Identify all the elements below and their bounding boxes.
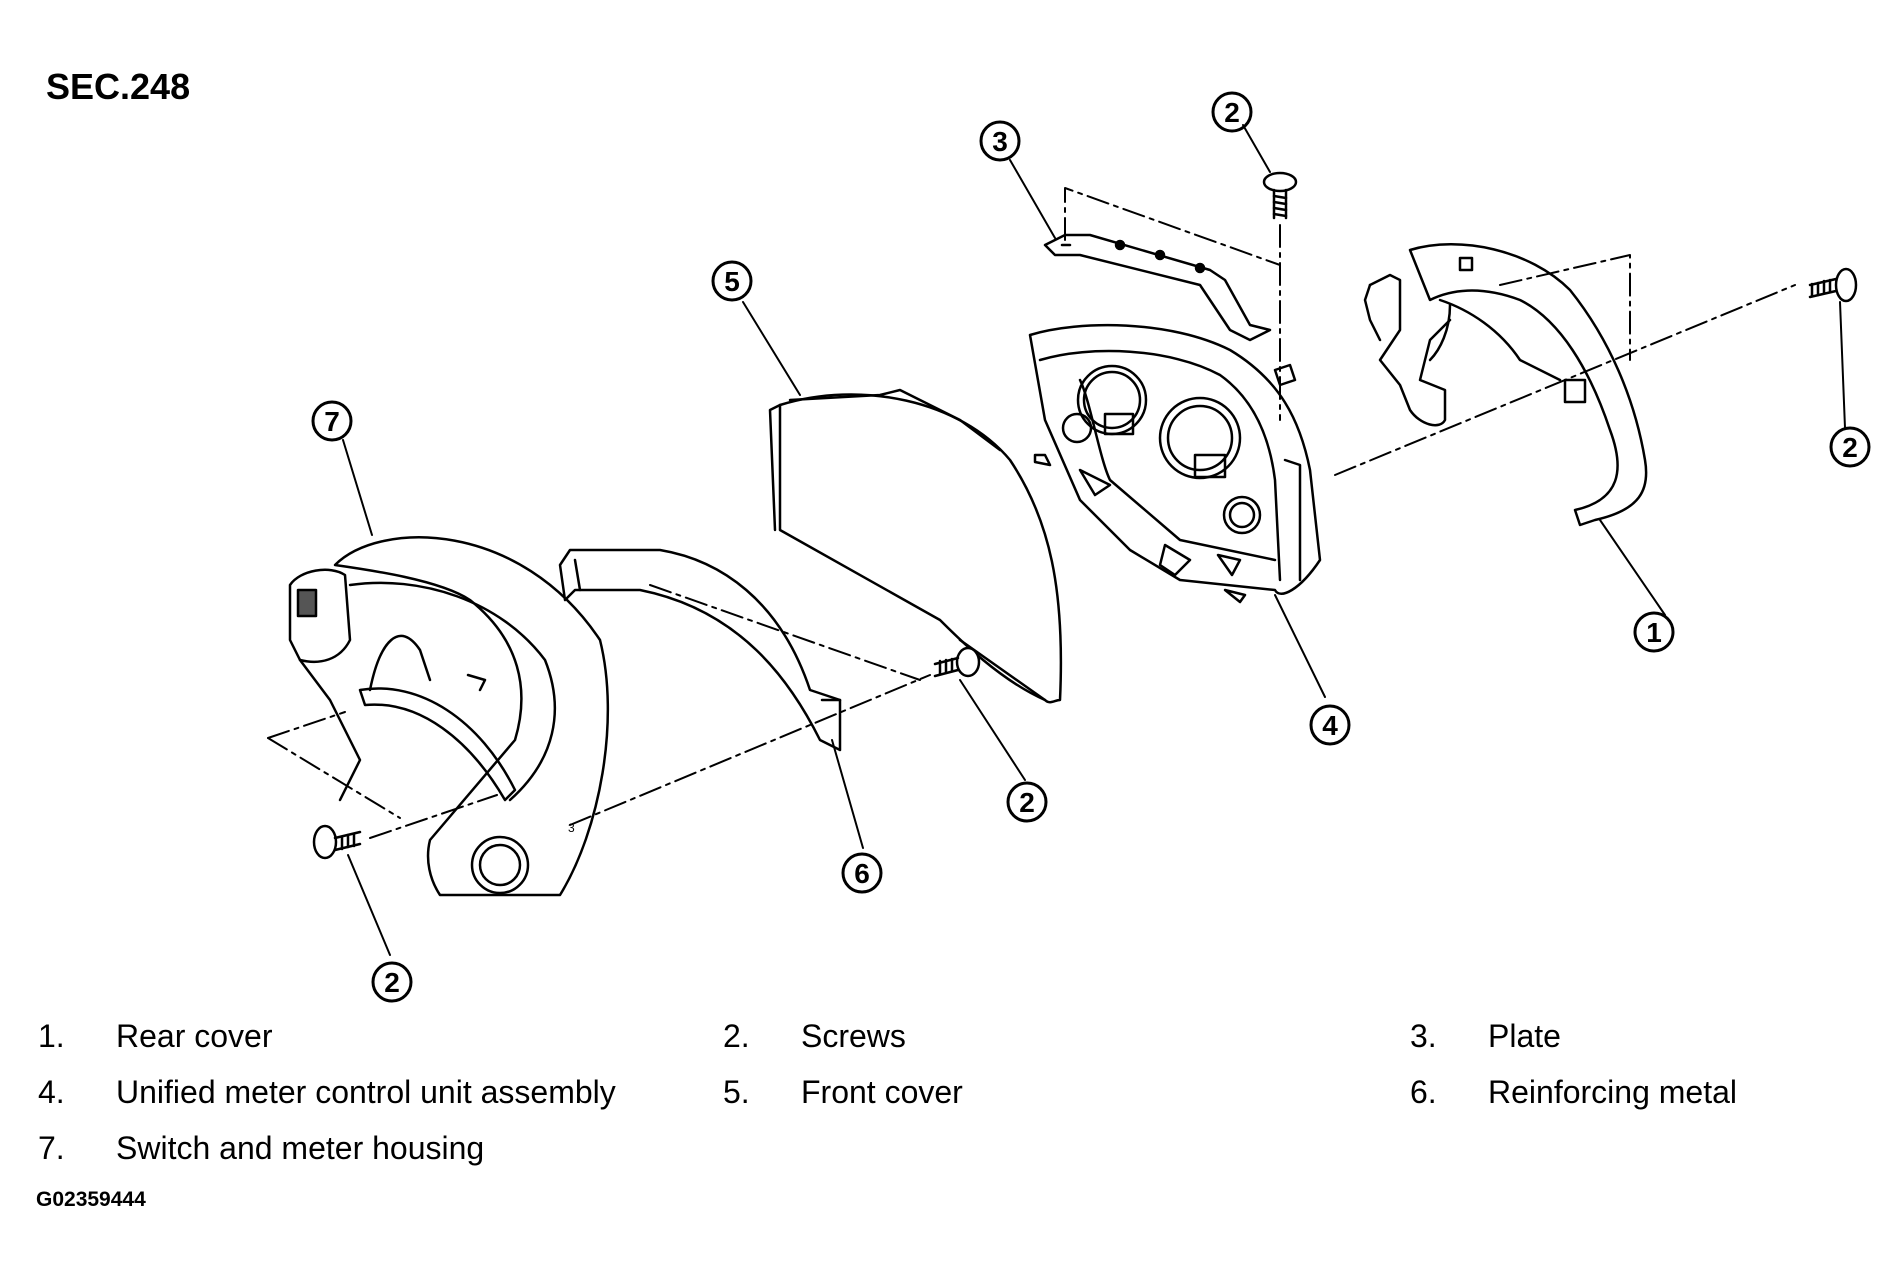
- legend-item-1: 1. Rear cover: [38, 1018, 638, 1058]
- svg-text:3: 3: [992, 126, 1008, 157]
- svg-text:4: 4: [1322, 710, 1338, 741]
- svg-text:2: 2: [1224, 97, 1240, 128]
- legend-number: 3.: [1410, 1018, 1437, 1054]
- svg-text:2: 2: [384, 967, 400, 998]
- callout-2-right: 2: [1829, 426, 1871, 468]
- rear-cover-part: [1363, 243, 1648, 527]
- svg-text:1: 1: [1646, 617, 1662, 648]
- callout-4: 4: [1309, 704, 1351, 746]
- leader-lines: [342, 124, 1846, 956]
- callout-2-bottom: 2: [371, 961, 413, 1003]
- screw-bottom-left: [312, 824, 362, 860]
- page-title: SEC.248: [46, 66, 191, 107]
- legend-item-4: 4. Unified meter control unit assembly: [38, 1074, 698, 1114]
- legend-item-3: 3. Plate: [1410, 1018, 1810, 1058]
- legend-number: 7.: [38, 1130, 65, 1166]
- legend-item-2: 2. Screws: [723, 1018, 1223, 1058]
- svg-text:3: 3: [568, 821, 575, 835]
- callout-2-top: 2: [1211, 91, 1253, 133]
- legend-number: 6.: [1410, 1074, 1437, 1110]
- svg-text:7: 7: [324, 406, 340, 437]
- legend-label: Unified meter control unit assembly: [116, 1074, 616, 1110]
- svg-text:6: 6: [854, 858, 870, 889]
- screw-top: [1262, 171, 1298, 220]
- svg-text:2: 2: [1019, 787, 1035, 818]
- svg-text:2: 2: [1842, 432, 1858, 463]
- legend-item-7: 7. Switch and meter housing: [38, 1130, 638, 1170]
- legend-label: Rear cover: [116, 1018, 273, 1054]
- switch-and-meter-housing-part: 3: [288, 536, 610, 897]
- svg-text:5: 5: [724, 266, 740, 297]
- legend-label: Front cover: [801, 1074, 963, 1110]
- callout-1: 1: [1633, 611, 1675, 653]
- legend-label: Screws: [801, 1018, 906, 1054]
- callout-2-center: 2: [1006, 781, 1048, 823]
- legend-number: 5.: [723, 1074, 750, 1110]
- legend-item-5: 5. Front cover: [723, 1074, 1223, 1114]
- callout-7: 7: [311, 400, 353, 442]
- legend-label: Switch and meter housing: [116, 1130, 485, 1166]
- legend-number: 2.: [723, 1018, 750, 1054]
- callout-5: 5: [711, 260, 753, 302]
- screw-right: [1808, 267, 1858, 303]
- screw-center: [933, 646, 981, 678]
- reinforcing-metal-part: [558, 548, 842, 752]
- callout-3: 3: [979, 120, 1021, 162]
- unified-meter-control-unit-part: [1028, 323, 1322, 604]
- legend-label: Reinforcing metal: [1488, 1074, 1737, 1110]
- legend-number: 4.: [38, 1074, 65, 1110]
- plate-part: [1043, 233, 1272, 342]
- front-cover-part: [768, 388, 1063, 704]
- legend-label: Plate: [1488, 1018, 1561, 1054]
- callout-6: 6: [841, 852, 883, 894]
- legend-number: 1.: [38, 1018, 65, 1054]
- callouts: 2 3 5 7 2 1 4: [311, 91, 1871, 1003]
- figure-code: G02359444: [36, 1188, 146, 1211]
- legend-item-6: 6. Reinforcing metal: [1410, 1074, 1870, 1114]
- assembly-lines: [267, 187, 1796, 839]
